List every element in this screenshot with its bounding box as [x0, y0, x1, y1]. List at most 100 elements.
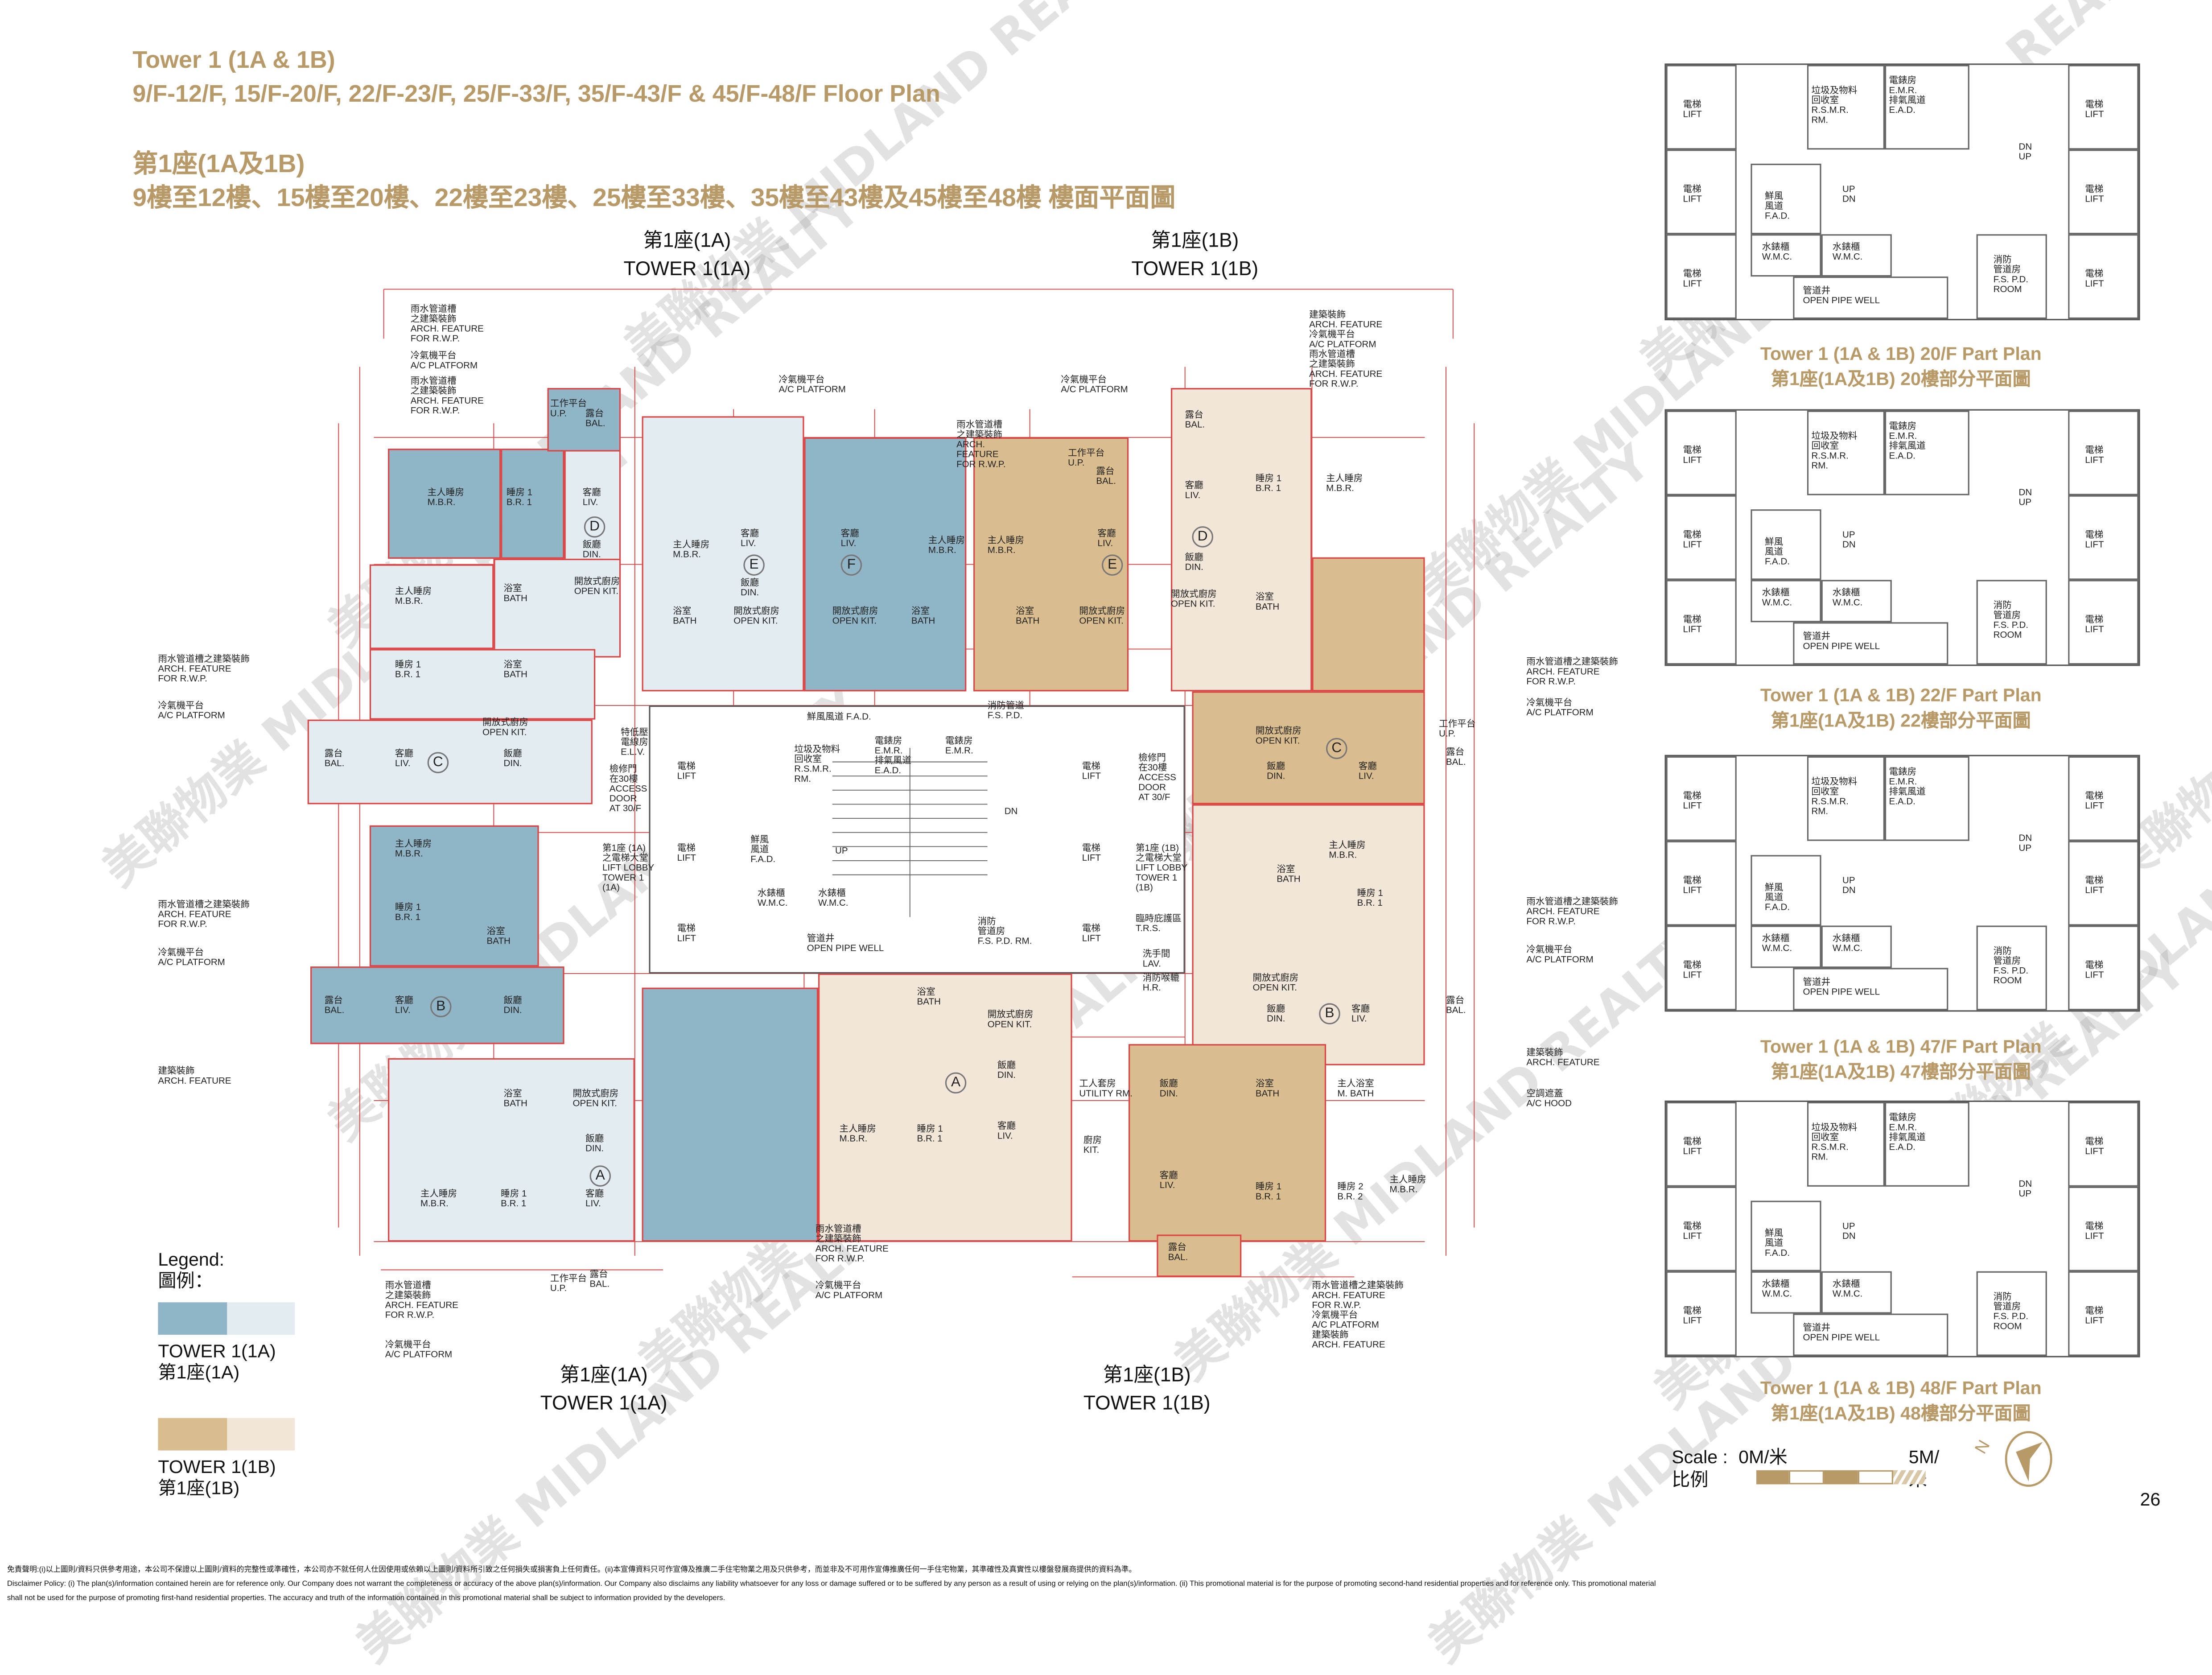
part-plan-label: 電梯 LIFT: [2085, 1137, 2104, 1157]
part-plan-label: 管道井 OPEN PIPE WELL: [1803, 286, 1880, 306]
annotation-note: 冷氣機平台 A/C PLATFORM: [1526, 945, 1594, 965]
room-label: 睡房 1 B.R. 1: [1255, 1182, 1282, 1202]
room-label: 露台 BAL.: [1185, 410, 1205, 430]
part-plan-label: 電梯 LIFT: [1683, 1137, 1702, 1157]
part-plan-label: 電梯 LIFT: [2085, 1221, 2104, 1242]
room-label: 客廳 LIV.: [1097, 529, 1116, 549]
room-label: 飯廳 DIN.: [997, 1061, 1016, 1081]
legend: Legend: 圖例： TOWER 1(1A) 第1座(1A) TOWER 1(…: [158, 1249, 295, 1498]
part-plan-label: 電梯 LIFT: [1683, 1306, 1702, 1327]
room-label: 露台 BAL.: [1168, 1243, 1188, 1263]
annotation-note: 冷氣機平台 A/C PLATFORM: [385, 1340, 453, 1360]
room-outline: [1666, 580, 1737, 665]
room-label: 飯廳 DIN.: [582, 540, 601, 561]
room-outline: [1884, 65, 1969, 150]
room-label: 露台 BAL.: [585, 409, 606, 429]
unit-letter-marker: B: [430, 996, 452, 1018]
tower-1b-en: TOWER 1(1B): [1083, 1391, 1211, 1414]
room-label: 開放式廚房 OPEN KIT.: [987, 1010, 1034, 1030]
unit-1a-f: [804, 437, 967, 692]
room-outline: [1793, 276, 1948, 319]
part-plan-label: 電梯 LIFT: [1683, 1221, 1702, 1242]
part-plan-label: 電梯 LIFT: [1683, 876, 1702, 896]
part-plan-label: 電錶房 E.M.R. 排氣風道 E.A.D.: [1889, 76, 1926, 116]
annotation-note: 建築裝飾 ARCH. FEATURE 冷氣機平台 A/C PLATFORM 雨水…: [1309, 310, 1383, 390]
part-plan-label: 電梯 LIFT: [2085, 615, 2104, 635]
unit-1a-d-kitchen: [494, 558, 621, 658]
unit-letter-marker: E: [1102, 554, 1123, 576]
room-label: 客廳 LIV.: [582, 488, 601, 508]
part-plan-label: 鮮風 風道 F.A.D.: [1765, 537, 1790, 567]
annotation-note: 雨水管道槽之建築裝飾 ARCH. FEATURE FOR R.W.P.: [1526, 657, 1618, 687]
room-outline: [1793, 968, 1948, 1011]
legend-swatch-1a: [158, 1302, 295, 1335]
room-label: 客廳 LIV.: [741, 529, 759, 549]
room-label: 飯廳 DIN.: [585, 1134, 604, 1155]
unit-1b-large: [1129, 1044, 1326, 1242]
room-label: 睡房 2 B.R. 2: [1337, 1182, 1363, 1202]
annotation-note: 雨水管道槽 之建築裝飾 ARCH. FEATURE FOR R.W.P.: [410, 305, 484, 344]
room-label: 開放式廚房 OPEN KIT.: [1252, 974, 1299, 994]
unit-letter-marker: D: [1192, 526, 1213, 548]
room-outline: [2068, 1186, 2139, 1271]
tower-1a-en: TOWER 1(1A): [623, 256, 751, 280]
part-plan-title-en: Tower 1 (1A & 1B) 22/F Part Plan: [1760, 684, 2042, 705]
part-plan-label: 垃圾及物料 回收室 R.S.M.R. RM.: [1811, 86, 1858, 126]
room-outline: [1751, 925, 1821, 968]
room-label: 浴室 BATH: [503, 1089, 527, 1109]
annotation-note: 建築裝飾 ARCH. FEATURE: [1526, 1048, 1600, 1069]
room-label: 飯廳 DIN.: [503, 996, 522, 1016]
part-plan-label: 電梯 LIFT: [2085, 530, 2104, 550]
part-plan-label: 水錶櫃 W.M.C.: [1762, 588, 1792, 608]
part-plan-label: 管道井 OPEN PIPE WELL: [1803, 632, 1880, 652]
room-label: 浴室 BATH: [503, 584, 527, 604]
legend-title-en: Legend:: [158, 1249, 225, 1270]
legend-label-1a-en: TOWER 1(1A): [158, 1340, 276, 1362]
tower-1a-en: TOWER 1(1A): [540, 1391, 667, 1414]
room-label: 睡房 1 B.R. 1: [395, 660, 421, 680]
scale-label-en: Scale :: [1672, 1446, 1728, 1468]
annotation-note: 冷氣機平台 A/C PLATFORM: [1061, 375, 1128, 395]
room-outline: [1807, 756, 1885, 841]
room-label: 廚房 KIT.: [1083, 1135, 1102, 1156]
part-plan-label: 電梯 LIFT: [1683, 100, 1702, 120]
part-plan-label: 電梯 LIFT: [1683, 269, 1702, 289]
room-label: 主人睡房 M.B.R.: [395, 587, 432, 607]
core-label: 電錶房 E.M.R.: [945, 736, 973, 756]
room-outline: [1751, 164, 1821, 235]
room-outline: [1821, 1271, 1892, 1314]
room-label: 浴室 BATH: [1255, 1079, 1280, 1099]
room-outline: [2068, 65, 2139, 150]
north-arrow-icon: N: [1972, 1431, 2052, 1487]
part-plan-label: 垃圾及物料 回收室 R.S.M.R. RM.: [1811, 432, 1858, 471]
title-en-tower: Tower 1 (1A & 1B): [132, 46, 335, 74]
part-plan-title-en: Tower 1 (1A & 1B) 48/F Part Plan: [1760, 1377, 2042, 1399]
part-plan-label: 消防 管道房 F.S. P.D. ROOM: [1993, 946, 2029, 986]
annotation-note: 雨水管道槽之建築裝飾 ARCH. FEATURE FOR R.W.P.: [1526, 897, 1618, 927]
room-label: 浴室 BATH: [1016, 606, 1040, 627]
part-plan-label: 鮮風 風道 F.A.D.: [1765, 1229, 1790, 1259]
part-plan-label: 垃圾及物料 回收室 R.S.M.R. RM.: [1811, 1123, 1858, 1163]
scale-graphic: [1756, 1470, 1926, 1485]
part-plan-label: 電梯 LIFT: [1683, 961, 1702, 981]
room-label: 開放式廚房 OPEN KIT.: [733, 606, 780, 627]
room-outline: [1666, 1271, 1737, 1356]
core-label: 電梯 LIFT: [1082, 762, 1101, 782]
unit-letter-marker: F: [840, 554, 862, 576]
annotation-note: 空調遮蓋 A/C HOOD: [1526, 1089, 1572, 1109]
scale-end: 5M/米: [1908, 1446, 1940, 1490]
core-label: 檢修門 在30樓 ACCESS DOOR AT 30/F: [1138, 753, 1176, 803]
core-label: 消防喉轆 H.R.: [1142, 974, 1180, 994]
tower-1a-zh: 第1座(1A): [560, 1363, 648, 1386]
room-outline: [1666, 495, 1737, 580]
tower-1b-heading-bottom: 第1座(1B)TOWER 1(1B): [1048, 1360, 1246, 1417]
tower-1a-heading-top: 第1座(1A)TOWER 1(1A): [588, 226, 786, 282]
unit-letter-marker: B: [1319, 1003, 1340, 1024]
part-plan-label: UP DN: [1842, 530, 1856, 550]
tower-1b-zh: 第1座(1B): [1151, 228, 1239, 252]
